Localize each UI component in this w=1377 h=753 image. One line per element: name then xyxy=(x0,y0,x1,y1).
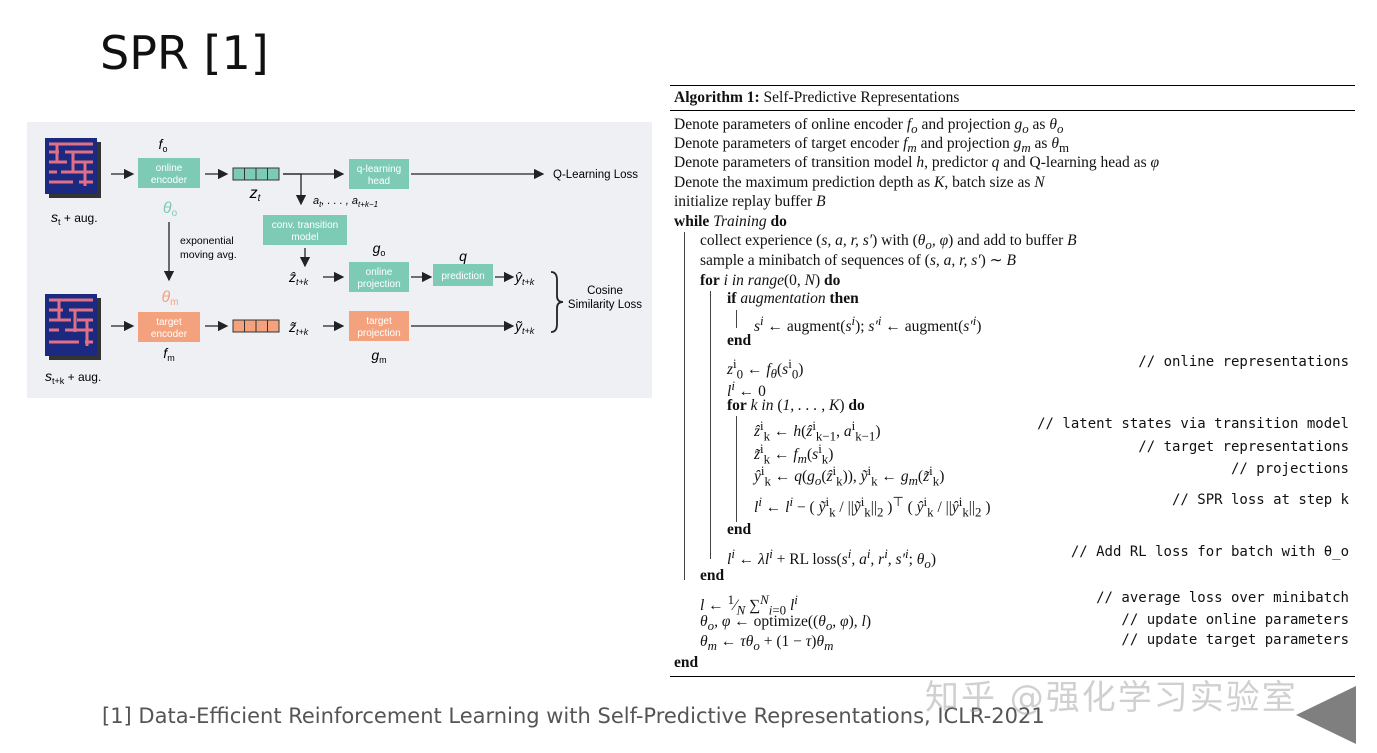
zt-label: zt xyxy=(249,185,262,204)
g-o-label: go xyxy=(373,240,386,258)
comment-5: // SPR loss at step k xyxy=(1171,492,1349,508)
footnote: [1] Data-Efficient Reinforcement Learnin… xyxy=(102,704,1045,728)
watermark: 知乎 @强化学习实验室 xyxy=(925,678,1298,718)
algorithm-block: Algorithm 1: Self-Predictive Representat… xyxy=(670,84,1355,680)
comment-8: // update online parameters xyxy=(1121,612,1349,628)
f-o-label: fo xyxy=(159,136,168,154)
z-hat-label: ẑt+k xyxy=(288,269,309,287)
q-learning-head-box xyxy=(349,159,409,189)
svg-text:encoder: encoder xyxy=(151,329,188,340)
algo-line-19: li ← li − ( ỹik / ||ỹik||2 )⊤ ( ŷik / ||… xyxy=(754,494,991,520)
svg-text:projection: projection xyxy=(357,328,400,339)
algo-line-11: si ← augment(si); s′i ← augment(s′i) xyxy=(754,313,982,336)
z-tilde-label: z̃t+k xyxy=(288,319,309,337)
algo-line-21: li ← λli + RL loss(si, ai, ri, s′i; θo) xyxy=(727,546,937,572)
bottom-frame-stack xyxy=(45,294,101,360)
online-projection-label: online xyxy=(366,267,393,278)
comment-6: // Add RL loss for batch with θ_o xyxy=(1070,544,1349,560)
algo-line-4: Denote the maximum prediction depth as K… xyxy=(674,174,1045,191)
svg-text:model: model xyxy=(291,232,318,243)
algo-line-14: li ← 0 xyxy=(727,378,766,401)
algo-line-12: end xyxy=(727,332,752,349)
actions-label: at, . . . , at+k−1 xyxy=(313,195,378,209)
latent-zt-vector xyxy=(232,167,280,181)
algo-line-6: while Training do xyxy=(674,213,787,230)
next-slide-arrow-icon[interactable] xyxy=(1296,686,1356,744)
ema-label: exponential xyxy=(180,235,234,247)
comment-2: // latent states via transition model xyxy=(1037,416,1349,432)
online-encoder-label: online xyxy=(156,163,183,174)
brace xyxy=(550,271,564,333)
algo-line-24: θo, φ ← optimize((θo, φ), l) xyxy=(700,613,872,634)
target-projection-label: target xyxy=(366,316,392,327)
comment-1: // online representations xyxy=(1138,354,1349,370)
theta-o-label: θo xyxy=(163,200,178,219)
algo-title-bold: Algorithm 1: xyxy=(674,89,760,106)
algo-line-17: z̃ik ← fm(sik) xyxy=(754,441,834,467)
target-encoder-label: target xyxy=(156,317,182,328)
svg-text:projection: projection xyxy=(357,279,400,290)
q-loss-label: Q-Learning Loss xyxy=(553,169,638,181)
algo-line-18: ŷik ← q(go(ẑik)), ỹik ← gm(z̃ik) xyxy=(754,463,945,489)
algo-line-22: end xyxy=(700,567,725,584)
svg-text:moving avg.: moving avg. xyxy=(180,249,237,261)
bottom-input-label: st+k + aug. xyxy=(45,368,101,386)
svg-text:encoder: encoder xyxy=(151,175,188,186)
transition-label: conv. transition xyxy=(272,220,339,231)
cos-loss-label: Cosine xyxy=(587,285,623,297)
transition-model-box xyxy=(263,215,347,245)
top-frame-stack xyxy=(45,138,101,198)
svg-text:Similarity Loss: Similarity Loss xyxy=(568,299,642,311)
svg-text:head: head xyxy=(368,176,390,187)
algo-line-8: sample a minibatch of sequences of (s, a… xyxy=(700,252,1016,269)
g-m-label: gm xyxy=(371,347,386,365)
algo-line-13: zi0 ← fθ(si0) xyxy=(727,356,804,382)
algo-line-9: for i in range(0, N) do xyxy=(700,272,841,289)
algo-line-5: initialize replay buffer B xyxy=(674,193,826,210)
f-m-label: fm xyxy=(163,345,174,363)
comment-4: // projections xyxy=(1230,461,1349,477)
prediction-box xyxy=(433,264,493,286)
algo-title: Self-Predictive Representations xyxy=(763,89,960,106)
prediction-label: prediction xyxy=(441,271,484,282)
online-projection-box xyxy=(349,262,409,292)
q-label: q xyxy=(459,248,467,264)
online-encoder-box xyxy=(138,158,200,188)
y-hat-label: ŷt+k xyxy=(514,269,535,287)
slide-title: SPR [1] xyxy=(100,26,269,80)
latent-target-vector xyxy=(232,319,280,333)
target-projection-box xyxy=(349,311,409,341)
algo-line-20: end xyxy=(727,521,752,538)
target-encoder-box xyxy=(138,312,200,342)
algo-line-3: Denote parameters of transition model h,… xyxy=(674,154,1160,171)
comment-9: // update target parameters xyxy=(1121,632,1349,648)
algo-line-15: for k in (1, . . . , K) do xyxy=(727,397,865,414)
top-input-label: st + aug. xyxy=(51,209,98,227)
algo-line-1: Denote parameters of online encoder fo a… xyxy=(674,116,1064,137)
theta-m-label: θm xyxy=(161,289,178,308)
algo-line-25: θm ← τθo + (1 − τ)θm xyxy=(700,633,834,654)
y-tilde-label: ỹt+k xyxy=(514,318,535,336)
comment-3: // target representations xyxy=(1138,439,1349,455)
algo-line-7: collect experience (s, a, r, s′) with (θ… xyxy=(700,232,1077,253)
algo-line-26: end xyxy=(674,654,699,671)
comment-7: // average loss over minibatch xyxy=(1096,590,1349,606)
architecture-figure: st + aug. st+k + aug. fo online encoder … xyxy=(27,122,652,398)
algo-line-2: Denote parameters of target encoder fm a… xyxy=(674,135,1070,156)
algo-line-23: l ← 1⁄N ∑Ni=0 li xyxy=(700,592,798,618)
algo-line-10: if augmentation then xyxy=(727,290,859,307)
q-head-label: q-learning xyxy=(357,164,401,175)
algo-line-16: ẑik ← h(ẑik−1, aik−1) xyxy=(754,418,881,444)
